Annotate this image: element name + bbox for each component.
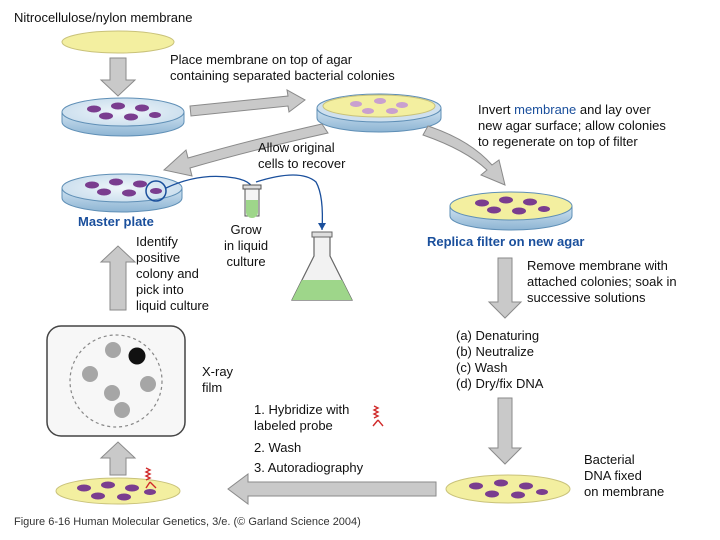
fixed-membrane-icon <box>445 474 571 504</box>
erlenmeyer-flask-icon <box>291 231 353 301</box>
invert-text-post: and lay over new agar surface; allow col… <box>478 102 666 149</box>
petri-dish-icon <box>61 97 185 137</box>
step-wash: (c) Wash <box>456 360 508 375</box>
replica-filter-label: Replica filter on new agar <box>427 234 585 249</box>
left-arrow-icon <box>227 473 437 505</box>
down-arrow-icon <box>487 397 523 465</box>
xray-film-icon <box>46 325 186 437</box>
hybridize-step-label: 1. Hybridize with labeled probe <box>254 402 350 433</box>
arrowhead <box>318 223 326 230</box>
membrane-covered-dish-icon <box>316 93 442 133</box>
step-denaturing: (a) Denaturing <box>456 328 540 343</box>
hybridized-membrane-icon <box>55 477 181 505</box>
labeled-probe-icon <box>372 405 384 427</box>
curved-arrow-icon <box>422 125 506 186</box>
invert-text-membrane: membrane <box>514 102 577 117</box>
colonies <box>87 102 161 121</box>
down-arrow-icon <box>487 257 523 319</box>
autoradiography-step-label: 3. Autoradiography <box>254 460 364 475</box>
up-arrow-icon <box>99 441 137 476</box>
allow-original-label: Allow original cells to recover <box>258 140 346 171</box>
right-arrow-icon <box>189 89 306 117</box>
xray-film-label: X-ray film <box>202 364 234 395</box>
step-dry-fix: (d) Dry/fix DNA <box>456 376 544 391</box>
wash-step-label: 2. Wash <box>254 440 302 455</box>
invert-text-pre: Invert <box>478 102 515 117</box>
remove-membrane-label: Remove membrane with attached colonies; … <box>527 258 677 305</box>
up-arrow-icon <box>99 245 137 311</box>
master-plate-label: Master plate <box>78 214 154 229</box>
master-plate-icon <box>61 173 183 213</box>
membrane-title: Nitrocellulose/nylon membrane <box>14 10 193 25</box>
figure-caption: Figure 6-16 Human Molecular Genetics, 3/… <box>14 516 361 528</box>
membrane-disc-icon <box>61 30 175 54</box>
place-membrane-label: Place membrane on top of agar containing… <box>170 52 395 83</box>
down-arrow-icon <box>99 57 137 97</box>
labeled-probe-icon <box>144 467 157 489</box>
replica-dish-icon <box>449 191 573 231</box>
test-tube-icon <box>242 184 262 218</box>
curved-arrow-icon <box>162 123 329 177</box>
grow-liquid-label: Grow in liquid culture <box>224 222 269 269</box>
invert-label: Invert membrane and lay over new agar su… <box>478 102 666 150</box>
bacterial-dna-label: Bacterial DNA fixed on membrane <box>584 452 665 499</box>
identify-positive-label: Identify positive colony and pick into l… <box>136 234 209 313</box>
step-neutralize: (b) Neutralize <box>456 344 535 359</box>
